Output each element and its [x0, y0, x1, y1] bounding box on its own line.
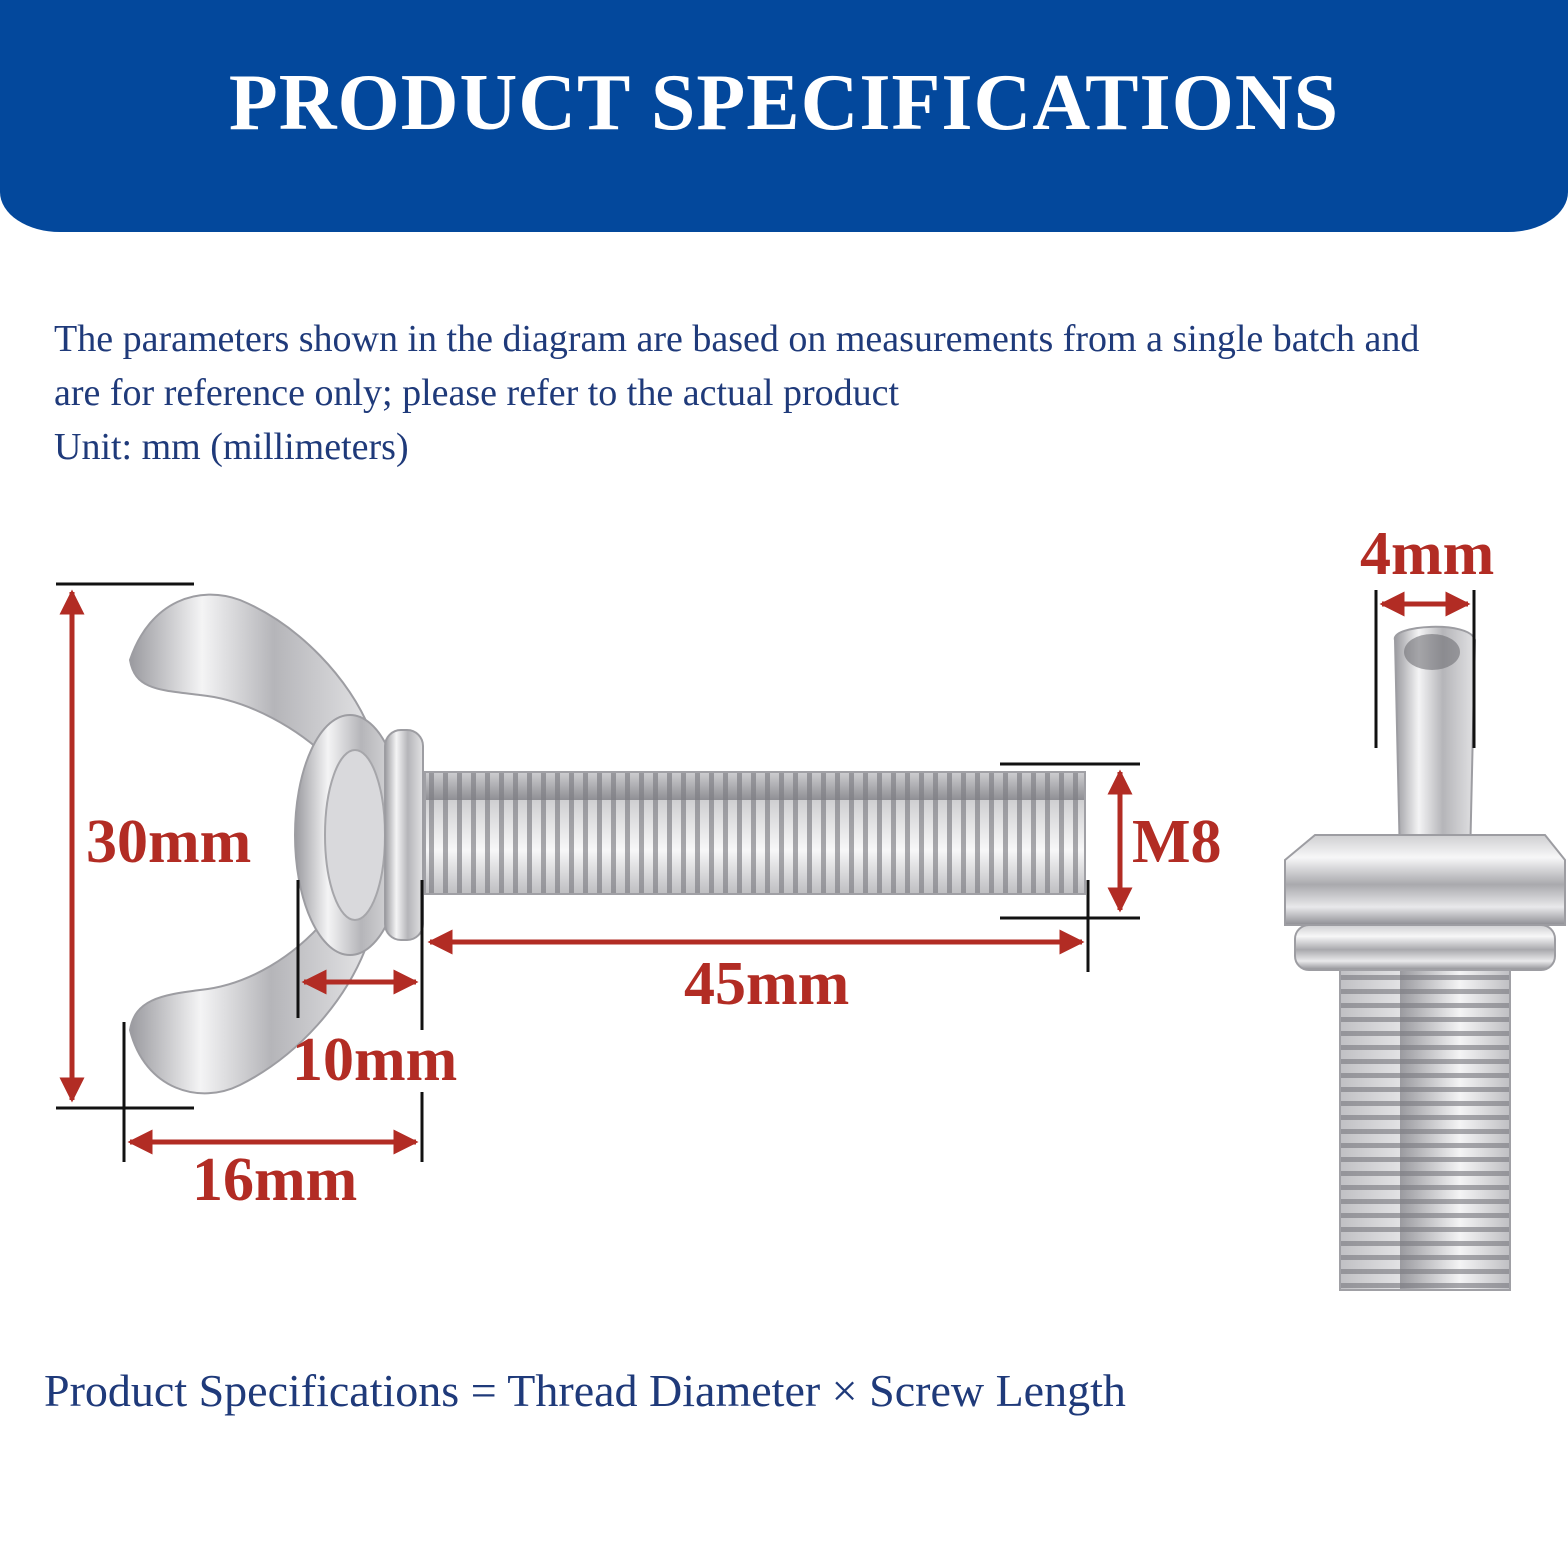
screw-length-label: 45mm: [684, 950, 849, 1018]
wing-height-label: 30mm: [86, 808, 251, 876]
spec-formula: Product Specifications = Thread Diameter…: [44, 1365, 1126, 1416]
unit-note: Unit: mm (millimeters): [54, 426, 409, 468]
note-line-2: are for reference only; please refer to …: [54, 372, 900, 414]
nut-width-label: 10mm: [292, 1026, 457, 1094]
wing-bolt-front-view: [1284, 625, 1566, 1291]
header-banner: [0, 0, 1568, 232]
dimension-arrows: [59, 589, 1471, 1155]
page-title: PRODUCT SPECIFICATIONS: [228, 59, 1340, 147]
thread-size-label: M8: [1132, 808, 1222, 876]
measurement-note: The parameters shown in the diagram are …: [54, 312, 1534, 474]
wing-span-label: 16mm: [192, 1146, 357, 1214]
dimension-lines: [56, 582, 1476, 1162]
note-line-1: The parameters shown in the diagram are …: [54, 318, 1420, 360]
wing-thickness-label: 4mm: [1360, 520, 1494, 588]
wing-bolt-side-view: [128, 593, 1086, 1095]
